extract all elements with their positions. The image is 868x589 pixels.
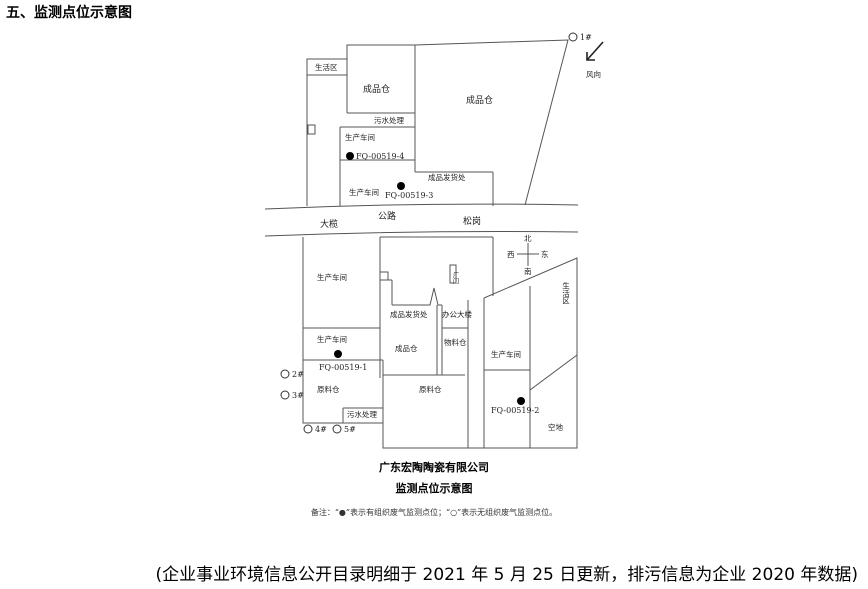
compass-east: 东 [541,249,549,259]
unorganized-point-label-5: 5# [344,425,356,434]
label-office-building: 办公大楼 [442,309,472,319]
label-empty-lot: 空地 [548,422,563,432]
label-workshop-top-2: 生产车间 [349,187,379,197]
label-workshop-bottom-left-1: 生产车间 [317,272,347,282]
unorganized-point-marker-3 [280,390,290,400]
label-finished-warehouse-top-left: 成品仓 [363,83,390,95]
label-living-right: 生活区 [561,281,570,305]
label-raw-material-center: 原料仓 [419,384,442,394]
caption-company: 广东宏陶陶瓷有限公司 [379,461,489,474]
road-left-place: 大榄 [320,218,338,230]
organized-point-marker-1 [334,350,342,358]
compass: 北 南 西 东 [507,234,549,276]
organized-point-label-1: FQ-00519-1 [319,363,367,372]
organized-point-marker-4 [346,152,354,160]
label-workshop-bottom-right: 生产车间 [491,349,521,359]
section-title: 五、监测点位示意图 [6,5,132,21]
compass-west: 西 [507,250,515,259]
legend-note: 备注：“●”表示有组织废气监测点位；“○”表示无组织废气监测点位。 [310,508,558,517]
caption-title: 监测点位示意图 [395,482,473,495]
road-name: 公路 [378,210,396,222]
label-sewage-bottom: 污水处理 [347,409,377,419]
label-living-top: 生活区 [315,62,338,72]
label-workshop-bottom-left-2: 生产车间 [317,334,347,344]
compass-north: 北 [524,234,532,243]
north-block [306,39,569,206]
label-shipping-top: 成品发货处 [428,172,466,182]
unorganized-point-label-2: 2# [292,370,304,379]
road-right-place: 松岗 [463,215,481,227]
label-finished-warehouse-top-right: 成品仓 [466,94,493,106]
organized-point-marker-3 [397,182,405,190]
label-finished-warehouse-bottom: 成品仓 [395,343,418,353]
unorganized-point-marker-2 [280,369,290,379]
unorganized-point-marker-4 [303,424,313,434]
organized-point-label-2: FQ-00519-2 [491,406,539,415]
label-raw-material-left: 原料仓 [317,384,340,394]
unorganized-point-label-4: 4# [315,425,327,434]
label-workshop-top-1: 生产车间 [345,132,375,142]
compass-south: 南 [524,266,532,276]
unorganized-point-marker-1 [568,32,578,42]
organized-point-label-3: FQ-00519-3 [385,191,433,200]
organized-point-marker-2 [517,397,525,405]
unorganized-point-marker-5 [332,424,342,434]
wind-label: 风向 [586,69,601,79]
label-material-warehouse: 物料仓 [444,337,467,347]
organized-point-label-4: FQ-00519-4 [356,152,404,161]
footer-note: (企业事业环境信息公开目录明细于 2021 年 5 月 25 日更新，排污信息为… [155,565,858,585]
unorganized-point-label-1: 1# [580,33,592,42]
label-sewage-top: 污水处理 [374,115,404,125]
wind-direction-arrow-icon [586,41,604,61]
south-block [302,236,578,449]
label-gate-mark: 厂门 [452,272,459,285]
road [264,203,579,237]
unorganized-point-label-3: 3# [292,391,304,400]
label-shipping-bottom: 成品发货处 [390,309,428,319]
